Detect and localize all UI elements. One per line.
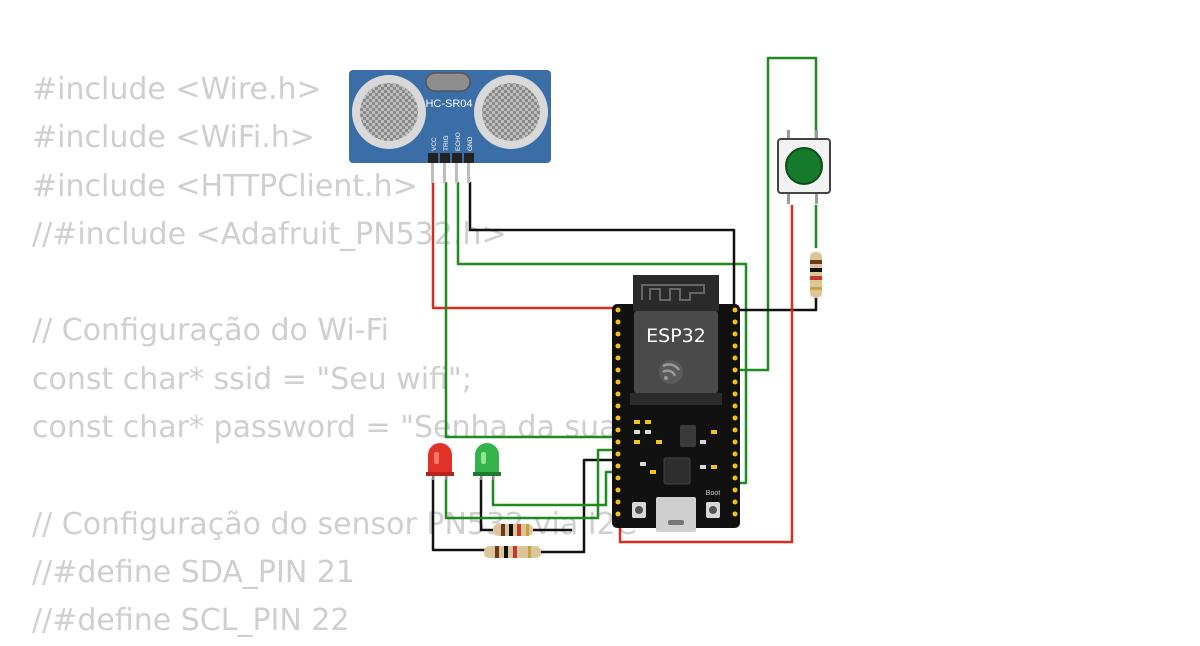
board-name-label: ESP32 <box>646 325 706 347</box>
resistor-led-2[interactable] <box>484 546 541 558</box>
espressif-logo-icon <box>659 360 683 384</box>
smd-components <box>634 420 717 485</box>
sensor-model-label: HC-SR04 <box>425 98 472 110</box>
pin-label-trig: TRIG <box>443 135 450 151</box>
circuit-diagram: HC-SR04 VCC TRIG ECHO GND <box>349 56 831 558</box>
led-red[interactable] <box>426 443 454 480</box>
wire-led-red-green[interactable] <box>444 448 618 520</box>
module-base <box>630 393 722 405</box>
wifi-module-shield <box>634 311 718 393</box>
code-line: const char* ssid = "Seu wifi"; <box>32 361 472 397</box>
pin-label-gnd: GND <box>467 136 474 151</box>
wire-vcc-red[interactable] <box>431 182 618 310</box>
sensor-header-pins <box>428 153 474 163</box>
pin-header-left <box>615 307 621 517</box>
boot-label: Boot <box>706 490 720 497</box>
wire-led-green-black[interactable] <box>479 478 495 532</box>
wire-button-gnd-black[interactable] <box>735 298 818 312</box>
wire-led-red-black[interactable] <box>431 478 485 552</box>
push-button[interactable] <box>777 130 831 204</box>
usb-port <box>656 497 696 532</box>
antenna-module <box>633 275 719 311</box>
wire-trig-green[interactable] <box>444 182 618 439</box>
resistor-button[interactable] <box>810 252 822 298</box>
code-line: //#define SDA_PIN 21 <box>32 554 355 590</box>
wire-button-green[interactable] <box>735 56 818 372</box>
en-button[interactable] <box>632 502 646 518</box>
boot-button[interactable] <box>706 502 720 518</box>
led-green[interactable] <box>473 443 501 480</box>
pin-label-vcc: VCC <box>431 137 438 151</box>
transducer-right <box>474 75 548 149</box>
code-line: #include <WiFi.h> <box>32 120 315 156</box>
code-line: const char* password = "Senha da sua <box>32 410 618 446</box>
wire-gnd-black[interactable] <box>468 182 736 310</box>
pin-header-right <box>732 307 738 517</box>
code-line: #include <HTTPClient.h> <box>32 168 418 204</box>
code-line: #include <Wire.h> <box>32 72 322 107</box>
code-line: //#include <Adafruit_PN532.h> <box>32 216 507 252</box>
transducer-left <box>352 75 426 149</box>
code-line: // Configuração do Wi-Fi <box>32 313 390 349</box>
wire-led-green-green[interactable] <box>491 470 618 507</box>
hc-sr04-sensor[interactable]: HC-SR04 VCC TRIG ECHO GND <box>349 70 551 183</box>
resistor-led-1[interactable] <box>493 524 533 536</box>
esp32-board[interactable]: ESP32 <box>612 275 740 532</box>
wire-echo-green[interactable] <box>456 182 748 485</box>
pin-label-echo: ECHO <box>455 132 462 151</box>
